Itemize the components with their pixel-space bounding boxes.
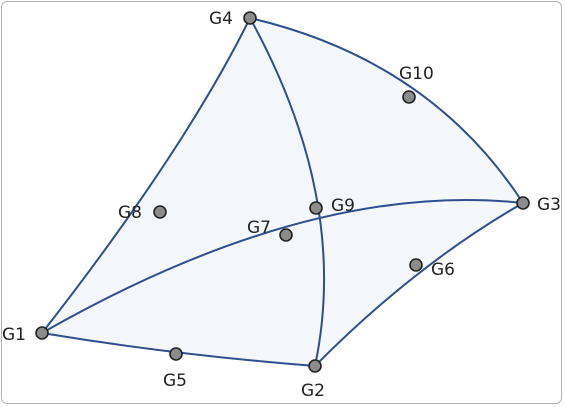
edge-g2-g3 [314,202,524,367]
label-g10: G10 [399,64,434,84]
node-g2[interactable] [308,359,322,373]
node-g5[interactable] [169,347,183,361]
label-g6: G6 [431,260,455,280]
label-g5: G5 [163,371,187,391]
label-g8: G8 [118,203,142,223]
label-g4: G4 [209,9,233,29]
node-g9[interactable] [309,201,323,215]
node-g3[interactable] [516,196,530,210]
edge-g3-g4 [249,17,524,204]
label-g3: G3 [537,195,561,215]
node-g6[interactable] [409,258,423,272]
edge-g1-g3 [41,198,524,334]
label-g7: G7 [247,218,271,238]
edge-g4-g1 [41,17,251,334]
label-g9: G9 [331,196,355,216]
node-g8[interactable] [153,205,167,219]
edge-g4-g2 [249,17,326,367]
label-g1: G1 [2,325,26,345]
shaded-region [42,18,523,366]
node-g1[interactable] [35,326,49,340]
node-g7[interactable] [279,228,293,242]
node-g10[interactable] [402,90,416,104]
label-g2: G2 [301,381,325,401]
node-g4[interactable] [243,11,257,25]
